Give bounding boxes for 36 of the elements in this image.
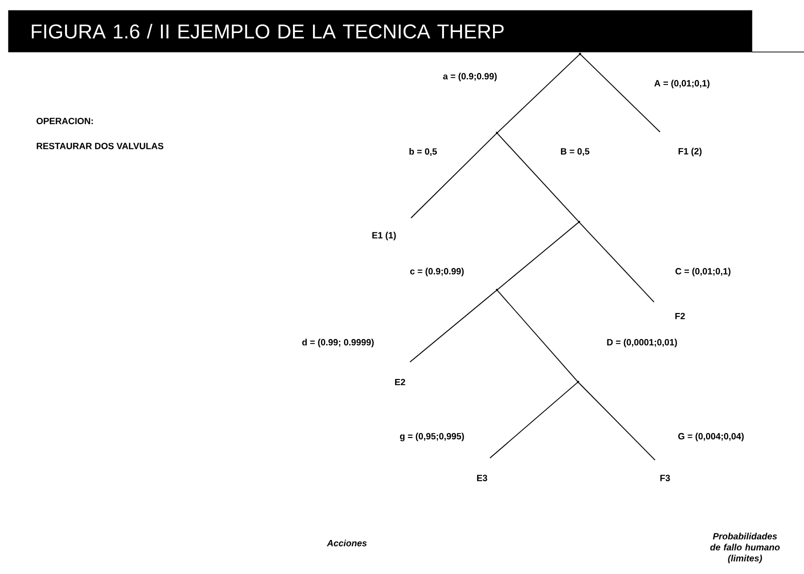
probability-label: c = (0.9;0.99): [408, 266, 466, 278]
branch-line: [490, 382, 578, 458]
probability-label: d = (0.99; 0.9999): [300, 338, 376, 348]
outcome-label: F3: [660, 474, 670, 482]
branch-line: [497, 290, 578, 382]
note-text: RESTAURAR DOS VALVULAS: [36, 142, 164, 150]
title-bar: FIGURA 1.6 / II EJEMPLO DE LA TECNICA THERP: [8, 10, 752, 52]
probability-label: G = (0,004;0,04): [676, 432, 746, 442]
outcome-label: F1 (2): [678, 148, 702, 156]
branch-point: [578, 52, 582, 56]
branch-line: [580, 54, 660, 132]
branch-line: [410, 290, 496, 362]
probability-label: D = (0,0001;0,01): [606, 338, 678, 348]
note-text: Probabilidades de fallo humano (limites): [710, 532, 780, 564]
probability-label: A = (0,01;0,1): [653, 78, 711, 90]
branch-line: [578, 382, 656, 460]
probability-label: a = (0.9;0.99): [442, 72, 498, 82]
probability-label: g = (0,95;0,995): [398, 432, 466, 442]
branch-point: [496, 132, 498, 134]
branch-point: [496, 288, 498, 292]
probability-label: C = (0,01;0,1): [674, 266, 732, 278]
branch-line: [580, 222, 654, 302]
probability-label: b = 0,5: [408, 147, 438, 157]
branch-point: [576, 380, 580, 384]
branch-point: [578, 220, 580, 224]
branch-line: [498, 222, 578, 290]
branch-line: [410, 134, 496, 218]
probability-label: B = 0,5: [559, 147, 591, 157]
outcome-label: E3: [477, 474, 488, 482]
branch-line: [498, 54, 580, 132]
note-text: OPERACION:: [36, 118, 93, 124]
outcome-label: E2: [395, 378, 406, 386]
note-text: Acciones: [326, 540, 367, 546]
branch-line: [498, 134, 578, 222]
outcome-label: E1 (1): [372, 232, 396, 240]
outcome-label: F2: [675, 312, 685, 320]
